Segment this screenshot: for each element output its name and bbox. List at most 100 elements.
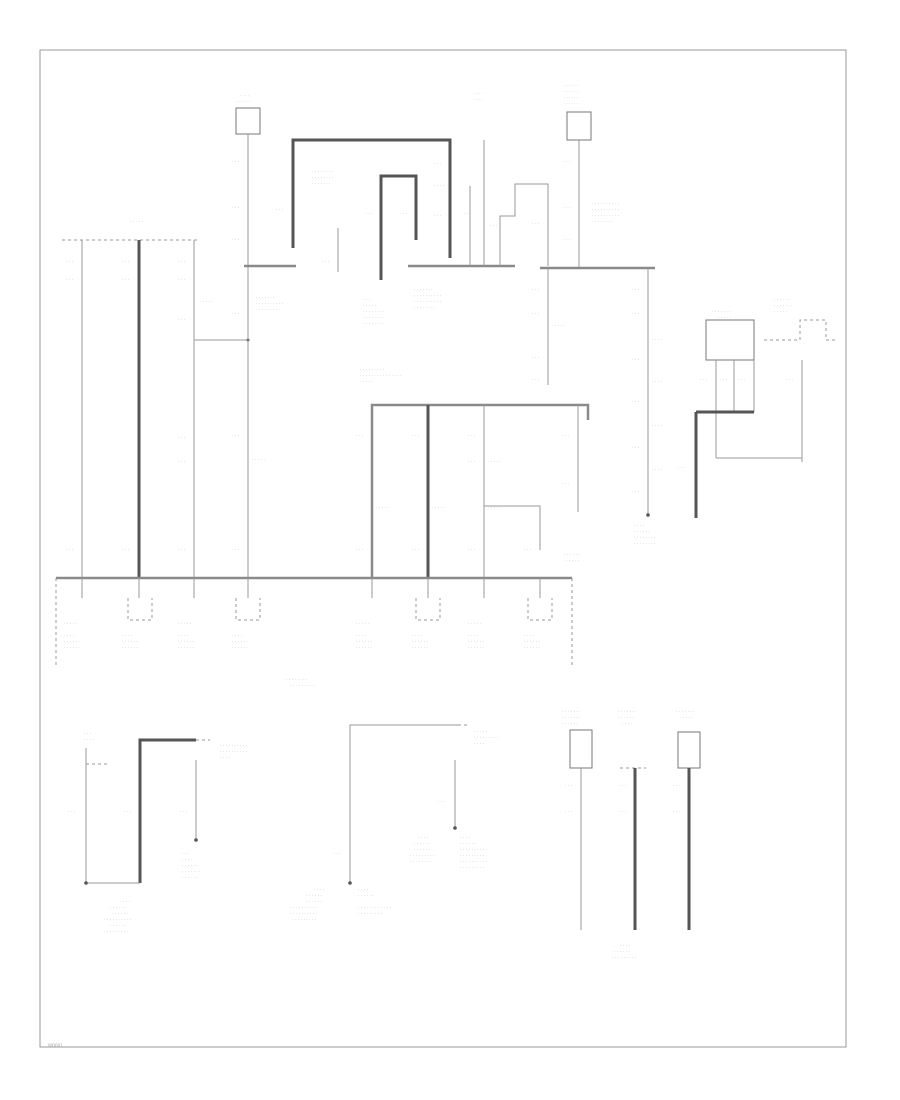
svg-text:. . . . . . . .: . . . . . . . . xyxy=(286,677,307,682)
svg-text:. . .: . . . xyxy=(490,223,497,228)
svg-text:. . . .: . . . . xyxy=(434,183,444,188)
svg-text:. . . . . .: . . . . . . xyxy=(236,98,250,103)
svg-text:. . .: . . . xyxy=(720,377,727,382)
svg-text:. . .: . . . xyxy=(562,433,569,438)
svg-text:. . . . . . . . .: . . . . . . . . . xyxy=(292,917,316,922)
svg-text:. . .: . . . xyxy=(122,259,129,264)
svg-text:. . . . . .: . . . . . . xyxy=(564,82,578,87)
svg-text:. . . . . . . .: . . . . . . . . xyxy=(363,321,384,326)
connector-stub-7: . . . . .. . . .. . . . . .. . . . . . xyxy=(468,578,485,650)
svg-text:. . . . .: . . . . . xyxy=(680,715,693,720)
svg-text:. . .: . . . xyxy=(632,489,639,494)
svg-text:. . .: . . . xyxy=(232,433,239,438)
svg-text:. . .: . . . xyxy=(619,783,626,788)
svg-text:. . .: . . . xyxy=(232,237,239,242)
svg-text:. . . . . . . .: . . . . . . . . xyxy=(634,541,655,546)
svg-text:. . .: . . . xyxy=(532,221,539,226)
svg-text:. . .: . . . xyxy=(66,277,73,282)
svg-text:. . . .: . . . . xyxy=(474,96,483,101)
svg-text:. . . .: . . . . xyxy=(182,857,192,862)
lower-center-group: . . . . . . . . . . . . . . . . . . . . … xyxy=(290,724,498,922)
svg-text:. . . . . .: . . . . . . xyxy=(64,639,80,644)
svg-text:. . . . . . . . .: . . . . . . . . . xyxy=(460,865,484,870)
svg-text:. . . .: . . . . xyxy=(314,887,324,892)
svg-text:. . .: . . . xyxy=(178,435,185,440)
svg-text:. . .: . . . xyxy=(68,809,75,814)
svg-text:. . .: . . . xyxy=(464,211,471,216)
svg-text:. . .: . . . xyxy=(84,731,91,736)
svg-text:. . . . . . . . .: . . . . . . . . . xyxy=(104,929,128,934)
svg-text:. . . . .: . . . . . xyxy=(432,505,445,510)
svg-text:. . . . . . .: . . . . . . . xyxy=(774,303,793,308)
svg-text:. . .: . . . xyxy=(468,433,475,438)
svg-text:. . .: . . . xyxy=(532,355,539,360)
svg-text:. . . . . .: . . . . . . xyxy=(110,923,126,928)
svg-text:. . . . . . . . .: . . . . . . . . . xyxy=(256,307,280,312)
svg-text:. . .: . . . xyxy=(563,237,570,242)
svg-text:. . . . . . . .: . . . . . . . . xyxy=(410,859,431,864)
svg-text:. . . . . . . . . . . . . . .: . . . . . . . . . . . . . . . xyxy=(360,373,401,378)
svg-text:. . . . . . . . .: . . . . . . . . . xyxy=(474,735,498,740)
svg-text:. . .: . . . xyxy=(563,159,570,164)
svg-text:. . .: . . . xyxy=(532,311,539,316)
svg-text:. . .: . . . xyxy=(182,851,189,856)
svg-text:. . . . . . . . . .: . . . . . . . . . . xyxy=(220,743,247,748)
right-sensor-block: . . . . . . . . . . . . . . . . . . . . … xyxy=(678,297,836,518)
svg-text:. . .: . . . xyxy=(322,259,329,264)
top-right-component: . . . . . . . . . . . . . . . . . . . . … xyxy=(564,82,592,149)
svg-text:. . . . . . . . . .: . . . . . . . . . . xyxy=(460,859,487,864)
svg-text:. . . . . .: . . . . . . xyxy=(232,639,248,644)
svg-text:. . . .: . . . . xyxy=(474,741,484,746)
svg-text:. . .: . . . xyxy=(412,547,419,552)
svg-text:. . . .: . . . . xyxy=(120,899,130,904)
svg-text:. . . . . .: . . . . . . xyxy=(356,639,372,644)
svg-text:. . .: . . . xyxy=(532,377,539,382)
svg-text:. . . . . . . . . .: . . . . . . . . . . xyxy=(414,293,441,298)
svg-text:. . .: . . . xyxy=(124,809,131,814)
svg-text:. . . . . . .: . . . . . . . xyxy=(562,709,581,714)
svg-text:. . . .: . . . . xyxy=(178,633,188,638)
svg-text:. . . . .: . . . . . xyxy=(178,621,191,626)
svg-text:. . . . . . . . . .: . . . . . . . . . . xyxy=(290,911,317,916)
battery-pack-connector-row: . . . . . . . . . . . . . . . . . xyxy=(55,576,573,688)
svg-text:. . . . . . . .: . . . . . . . . xyxy=(363,309,384,314)
svg-text:. . . . . .: . . . . . . xyxy=(414,847,430,852)
svg-text:. . . . . .: . . . . . . xyxy=(634,529,650,534)
svg-text:. . .: . . . xyxy=(180,809,187,814)
svg-text:. . . . . . . . . .: . . . . . . . . . . xyxy=(592,201,619,206)
svg-text:. . . . .: . . . . . xyxy=(474,729,487,734)
svg-text:. . .: . . . xyxy=(232,205,239,210)
svg-text:. . . . .: . . . . . xyxy=(363,303,376,308)
svg-text:. . . . . .: . . . . . . xyxy=(774,297,790,302)
svg-text:. . . . . . . . . .: . . . . . . . . . . xyxy=(460,847,487,852)
connector-stub-6: . . . .. . . . . .. . . . . . xyxy=(412,578,441,650)
svg-text:. . . . . .: . . . . . . xyxy=(64,645,80,650)
svg-text:. . . .: . . . . xyxy=(460,835,470,840)
svg-text:. . . . . . . . . .: . . . . . . . . . . xyxy=(256,301,283,306)
svg-text:. . . . . .: . . . . . . xyxy=(182,875,198,880)
svg-text:. . .: . . . xyxy=(565,809,572,814)
svg-text:. . . . . .: . . . . . . xyxy=(182,863,198,868)
svg-text:. . .: . . . xyxy=(356,433,363,438)
svg-text:. . .: . . . xyxy=(122,547,129,552)
svg-text:. . . . . .: . . . . . . xyxy=(564,94,578,99)
svg-text:. . .: . . . xyxy=(434,161,441,166)
svg-text:. . . . . .: . . . . . . xyxy=(524,645,540,650)
svg-text:. . . . .: . . . . . xyxy=(488,505,501,510)
svg-text:. . . . .: . . . . . xyxy=(468,621,481,626)
svg-text:. . . . . .: . . . . . . xyxy=(414,841,430,846)
svg-text:. . . . . . . .: . . . . . . . . xyxy=(414,305,435,310)
svg-text:. . .: . . . xyxy=(673,809,680,814)
svg-text:. . . . .: . . . . . xyxy=(356,621,369,626)
svg-text:. . . . . .: . . . . . . xyxy=(122,639,138,644)
svg-text:. . . . . .: . . . . . . xyxy=(178,645,194,650)
svg-text:. . .: . . . xyxy=(632,357,639,362)
center-ground-bus: . . . . . . . . . . . . . . . . . . . . … xyxy=(356,367,590,578)
connector-stub-3: . . . . .. . . .. . . . . .. . . . . . xyxy=(178,578,195,650)
svg-text:. . . .: . . . . xyxy=(240,92,249,97)
top-left-component: . . . . . . . . . . xyxy=(235,92,261,143)
svg-text:. . .: . . . xyxy=(562,481,569,486)
svg-text:. . . . . . . . . .: . . . . . . . . . . xyxy=(220,749,247,754)
svg-text:. . . .: . . . . xyxy=(412,633,422,638)
svg-text:. . .: . . . xyxy=(366,211,373,216)
